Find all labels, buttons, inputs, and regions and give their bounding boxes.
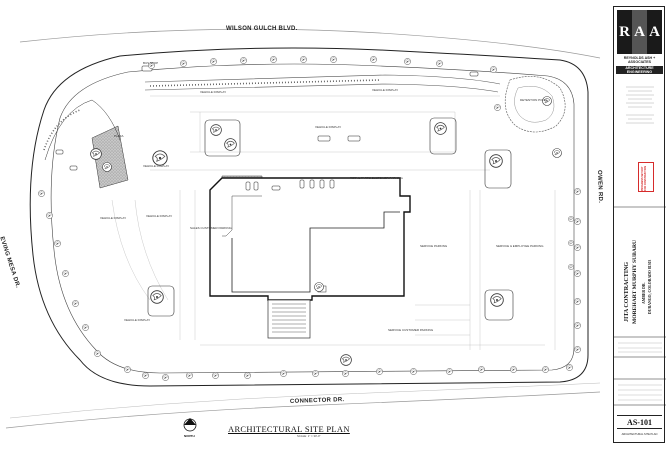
label-vehicle-display-4: VEHICLE DISPLAY — [143, 164, 170, 168]
label-retail-parking: RETAIL PARTS CUSTOMER PARKING — [350, 176, 403, 180]
label-sales-parking: SALES CUSTOMER PARKING — [190, 226, 232, 230]
label-vehicle-display-7: VEHICLE DISPLAY — [124, 318, 151, 322]
connector-road-edge — [5, 391, 601, 429]
north-label: NORTH — [184, 434, 195, 438]
drawing-title: ARCHITECTURAL SITE PLAN — [228, 424, 350, 434]
logo-letter-a1: A — [632, 10, 647, 54]
label-plaza: PLAZA — [114, 134, 124, 138]
street-label-east: OWEN RD. — [596, 170, 604, 204]
label-bus-stop: BUS STOP — [143, 61, 159, 65]
contractor-name: JITA CONTRACTING — [624, 261, 630, 322]
parking-layout — [111, 95, 556, 350]
plaza-hatch — [91, 125, 129, 189]
label-service-employee-parking: SERVICE & EMPLOYEE PARKING — [496, 244, 544, 248]
title-block: R A A REYNOLDS ASH + ASSOCIATES ARCHITEC… — [613, 6, 666, 443]
property-boundary — [29, 47, 589, 387]
label-vehicle-display-2: VEHICLE DISPLAY — [372, 88, 399, 92]
project-address: AMBER DR. — [642, 282, 646, 304]
project-name: MOREHART MURPHY SUBARU — [632, 239, 638, 324]
logo-letter-r: R — [617, 10, 632, 54]
label-vehicle-display-6: VEHICLE DISPLAY — [146, 214, 173, 218]
north-arrow-icon — [183, 418, 197, 432]
label-service-parking: SERVICE PARKING — [420, 244, 448, 248]
label-service-customer-parking: SERVICE CUSTOMER PARKING — [388, 328, 434, 332]
logo-letter-a2: A — [647, 10, 662, 54]
project-info: JITA CONTRACTING MOREHART MURPHY SUBARU … — [624, 212, 656, 324]
project-city: DURANGO, COLORADO 81303 — [648, 259, 652, 314]
vehicles — [55, 65, 479, 191]
sheet-title: ARCHITECTURAL SITE PLAN — [621, 433, 658, 436]
progress-stamp: PROGRESS SET NOT FOR CONSTRUCTION — [638, 162, 654, 192]
firm-discipline: ARCHITECTURE ENGINEERING — [616, 66, 663, 75]
entrance-steps — [267, 299, 311, 339]
stamp-text: PROGRESS SET NOT FOR CONSTRUCTION — [641, 166, 647, 191]
firm-name: REYNOLDS ASH + ASSOCIATES — [623, 56, 656, 65]
label-vehicle-display-3: VEHICLE DISPLAY — [315, 125, 342, 129]
wilson-gulch-road-edge — [19, 28, 601, 59]
label-vehicle-display-1: VEHICLE DISPLAY — [200, 90, 227, 94]
street-label-north: WILSON GULCH BLVD. — [226, 26, 298, 32]
detention-pond — [504, 76, 566, 133]
label-vehicle-display-5: VEHICLE DISPLAY — [100, 216, 127, 220]
firm-logo: R A A — [617, 10, 662, 54]
sheet-number: AS-101 — [617, 415, 662, 429]
title-block-lines — [614, 86, 666, 406]
landscape-islands — [147, 117, 514, 321]
label-detention-pond: DETENTION POND — [520, 98, 547, 102]
drawing-scale: SCALE: 1" = 30'-0" — [297, 434, 321, 438]
